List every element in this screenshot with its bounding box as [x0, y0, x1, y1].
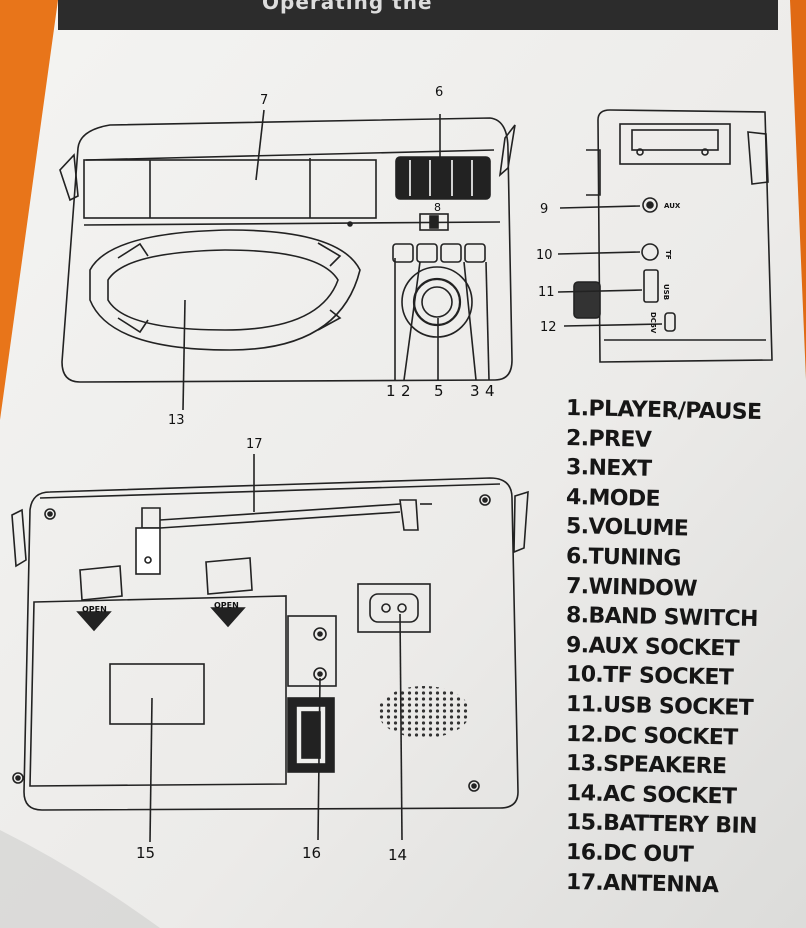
callout-6: 6 — [435, 85, 443, 100]
legend-item: 13.SPEAKERE — [565, 751, 727, 780]
callout-16: 16 — [302, 844, 321, 862]
callout-9: 9 — [540, 202, 548, 217]
callout-2: 2 — [401, 382, 411, 400]
callout-15: 15 — [136, 844, 155, 862]
header-title: Operating the — [262, 0, 433, 14]
header-bar — [58, 0, 778, 30]
legend-item: 11.USB SOCKET — [565, 691, 754, 721]
callout-5: 5 — [434, 382, 444, 400]
callout-4: 4 — [485, 382, 495, 400]
legend-item: 1.PLAYER/PAUSE — [565, 396, 762, 426]
usb-label: USB — [662, 284, 670, 300]
front-view — [59, 109, 516, 411]
legend-item: 16.DC OUT — [565, 839, 694, 868]
callout-3: 3 — [470, 382, 480, 400]
callout-8: 8 — [434, 201, 441, 214]
legend-item: 6.TUNING — [565, 543, 682, 572]
callout-11: 11 — [538, 285, 555, 300]
callout-10: 10 — [536, 248, 553, 263]
callout-17: 17 — [246, 437, 263, 452]
open-label-2: OPEN — [214, 601, 239, 610]
callout-13: 13 — [168, 413, 185, 428]
aux-label: AUX — [664, 202, 681, 210]
plastic-glare — [0, 830, 160, 928]
dc-label: DC5V — [649, 312, 657, 334]
legend-item: 8.BAND SWITCH — [565, 603, 759, 633]
side-view — [557, 109, 773, 363]
back-view — [11, 454, 529, 843]
legend-item: 15.BATTERY BIN — [565, 810, 758, 840]
callout-1: 1 — [386, 382, 396, 400]
open-label-1: OPEN — [82, 605, 107, 614]
callout-14: 14 — [388, 846, 407, 864]
tf-label: TF — [664, 250, 672, 260]
legend-item: 17.ANTENNA — [565, 869, 719, 898]
callout-7: 7 — [260, 93, 268, 108]
legend-item: 3.NEXT — [565, 455, 652, 482]
callout-12: 12 — [540, 320, 557, 335]
